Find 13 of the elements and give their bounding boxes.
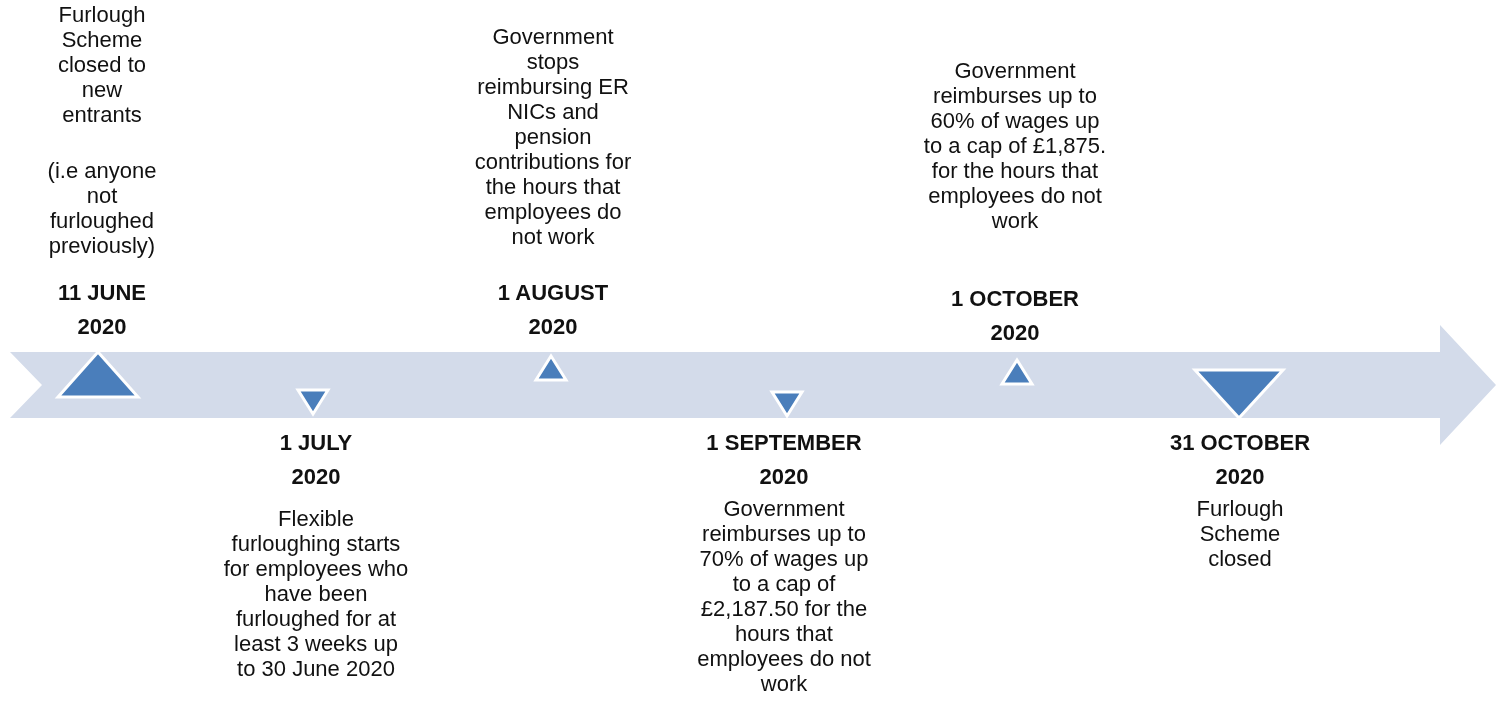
event-date: 31 OCTOBER 2020 [1168,429,1312,491]
event-description: Government stops reimbursing ER NICs and pension contributions for the hours that employees do not work [473,24,633,249]
event-date: 1 AUGUST 2020 [496,279,610,341]
event-date: 1 OCTOBER 2020 [950,285,1080,347]
event-description: Flexible furloughing starts for employees who have been furloughed for at least 3 weeks up to 30 June 2020 [223,506,409,681]
event-description: Government reimburses up to 70% of wages up to a cap of £2,187.50 for the hours that employees do not work [696,496,872,696]
event-description: Furlough Scheme closed [1195,496,1285,571]
event-date: 1 JULY 2020 [278,429,354,491]
event-note: (i.e anyone not furloughed previously) [46,158,158,258]
event-description: Furlough Scheme closed to new entrants [56,2,148,127]
event-description: Government reimburses up to 60% of wages up to a cap of £1,875. for the hours that employees do not work [922,58,1108,233]
event-date: 11 JUNE 2020 [56,279,148,341]
event-date: 1 SEPTEMBER 2020 [705,429,863,491]
